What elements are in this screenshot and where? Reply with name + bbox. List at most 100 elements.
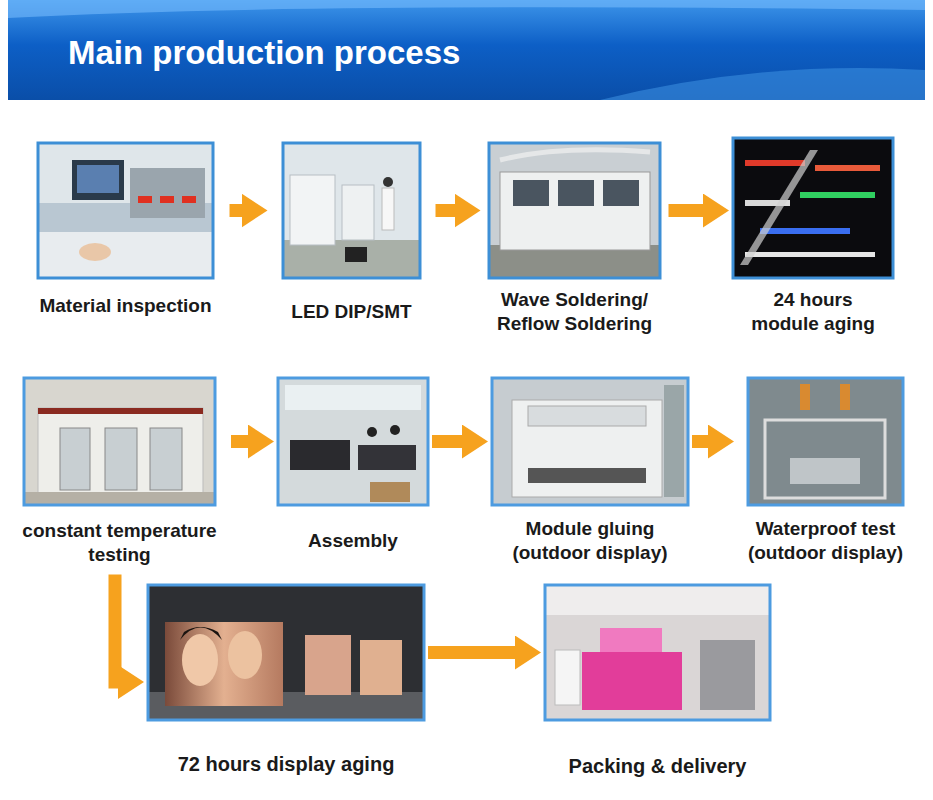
soldering-machine [500, 172, 650, 250]
process-step: 72 hours display aging [148, 585, 424, 781]
process-step: Module gluing (outdoor display) [492, 378, 688, 569]
banner-highlight [8, 0, 925, 18]
banner-band [8, 0, 925, 100]
photo-frame [148, 585, 424, 720]
carton [370, 482, 410, 502]
step-caption: Waterproof test (outdoor display) [738, 517, 913, 565]
page-title: Main production process [68, 34, 460, 72]
flow-arrow [115, 575, 122, 683]
process-step: Assembly [278, 378, 428, 557]
bin [345, 247, 367, 262]
box [555, 650, 580, 705]
photo-frame [283, 143, 420, 278]
rack-bar [740, 150, 818, 265]
banner [8, 0, 925, 100]
process-step: Wave Soldering/ Reflow Soldering [485, 143, 665, 340]
photo-assembly [278, 378, 428, 505]
photo-ground [733, 138, 893, 278]
led-module [815, 165, 880, 171]
flow-arrow [669, 204, 708, 217]
machine-window [558, 180, 594, 206]
photo-ground [283, 143, 420, 278]
machine-base [528, 468, 646, 483]
photo-frame [38, 143, 213, 278]
step-caption: 24 hours module aging [738, 288, 888, 336]
bench [38, 232, 213, 278]
ceiling [545, 585, 770, 615]
photo-ground [38, 143, 213, 278]
photo-module-gluing [492, 378, 688, 505]
shelf [664, 385, 684, 497]
photo-display-aging [148, 585, 424, 720]
photo-packing [545, 585, 770, 720]
monitor-screen [77, 165, 119, 193]
banner-swoosh [600, 68, 925, 100]
step-caption: Assembly [278, 529, 428, 553]
flight-case [582, 652, 682, 710]
photo-frame [24, 378, 215, 505]
gluing-machine [512, 400, 662, 497]
photo-frame [545, 585, 770, 720]
photo-frame [489, 143, 660, 278]
step-caption: LED DIP/SMT [272, 300, 432, 324]
led-screen [165, 622, 283, 706]
work-table [358, 445, 416, 470]
process-step: constant temperature testing [12, 378, 227, 571]
test-rack [765, 420, 885, 498]
red-display [160, 196, 174, 203]
flow-arrow [230, 204, 246, 217]
photo-ground [278, 378, 428, 505]
hand [79, 243, 111, 261]
led-module [800, 192, 875, 198]
step-caption: Wave Soldering/ Reflow Soldering [485, 288, 665, 336]
photo-ground [748, 378, 903, 505]
exhaust-pipe [500, 150, 650, 160]
photo-ground [148, 585, 424, 720]
led-module [745, 252, 875, 257]
photo-ground [489, 143, 660, 278]
hair [180, 627, 222, 640]
photo-frame [278, 378, 428, 505]
photo-frame [492, 378, 688, 505]
aging-room [38, 408, 203, 493]
photo-dip-smt [283, 143, 420, 278]
door [60, 428, 90, 490]
test-equipment [130, 168, 205, 218]
flow-arrow [692, 435, 712, 448]
flow-arrow [428, 646, 519, 659]
door [105, 428, 137, 490]
step-caption: constant temperature testing [12, 519, 227, 567]
red-display [138, 196, 152, 203]
photo-material-inspection [38, 143, 213, 278]
door [150, 428, 182, 490]
led-module [760, 228, 850, 234]
photo-aging-rooms [24, 378, 215, 505]
step-caption: 72 hours display aging [148, 752, 424, 777]
gantry [528, 406, 646, 426]
flow-arrow [436, 204, 459, 217]
room-sign [38, 408, 203, 414]
floor [283, 240, 420, 278]
process-step: LED DIP/SMT [272, 143, 432, 328]
photo-ground [24, 378, 215, 505]
process-step: Packing & delivery [545, 585, 770, 783]
machine-window [513, 180, 549, 206]
process-step: 24 hours module aging [733, 138, 893, 340]
led-module [745, 160, 805, 166]
led-screen [305, 635, 351, 695]
face [182, 634, 218, 686]
red-display [182, 196, 196, 203]
photo-waterproof-test [748, 378, 903, 505]
process-step: Material inspection [26, 143, 226, 322]
flow-arrow [231, 435, 252, 448]
monitor [72, 160, 124, 200]
spray-head [840, 384, 850, 410]
worker-head [383, 177, 393, 187]
led-screen [360, 640, 402, 695]
photo-wave-soldering [489, 143, 660, 278]
floor [24, 492, 215, 505]
process-step: Waterproof test (outdoor display) [738, 378, 913, 569]
